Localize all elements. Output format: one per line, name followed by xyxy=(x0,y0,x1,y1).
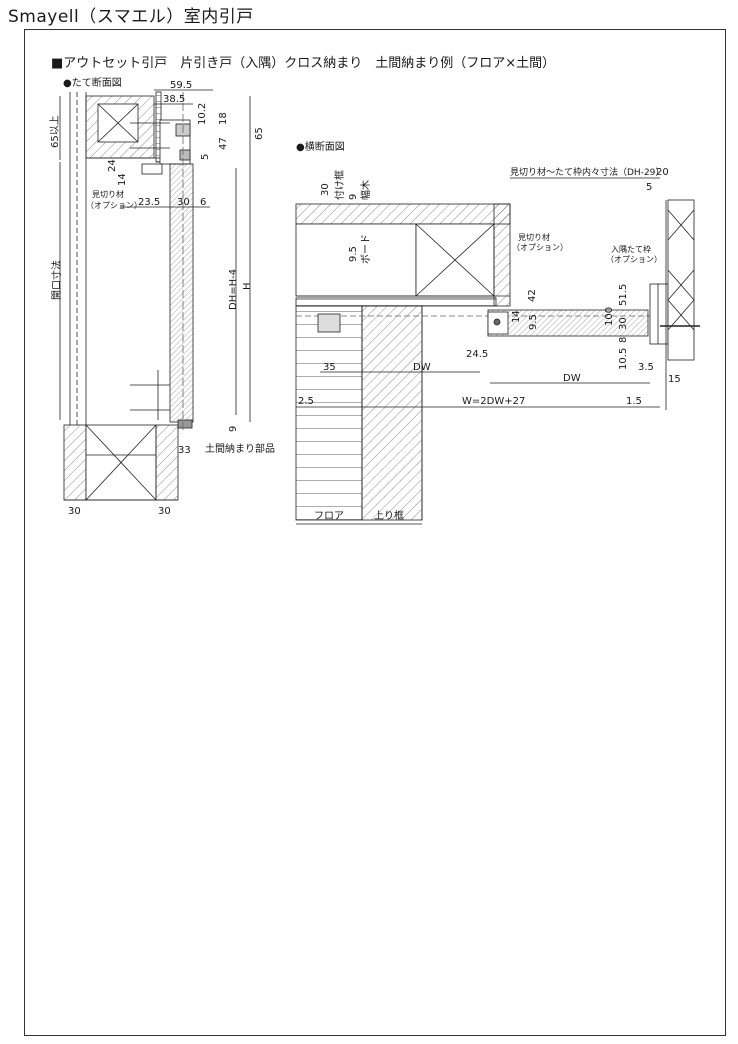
floor-planks xyxy=(295,305,363,521)
board-label: ボード xyxy=(360,234,372,264)
dim-h-20: 20 xyxy=(656,167,669,178)
dim-h-30b: 30 xyxy=(618,317,629,330)
dim-base-left: 30 xyxy=(68,506,81,517)
dim-h-9: 9 xyxy=(348,194,359,200)
rw-x4 xyxy=(667,269,695,301)
roller xyxy=(179,149,191,161)
vertical-dim-texts: 59.5 38.5 10.2 18 47 5 65 65以上 24 14 23.… xyxy=(49,80,275,517)
floor-label: フロア xyxy=(314,511,344,522)
irisumi-frame xyxy=(649,283,669,345)
dim-h-dw: DW xyxy=(563,373,581,384)
dim-30: 30 xyxy=(177,197,190,208)
rw-x6 xyxy=(667,299,695,331)
dim-h-w: W=2DW+27 xyxy=(462,396,525,407)
dim-h-42: 42 xyxy=(527,289,538,302)
section-title: ■アウトセット引戸 片引き戸（入隅）クロス納まり 土間納まり例（フロア×土間） xyxy=(51,56,556,71)
floor-board-strip xyxy=(295,297,497,307)
right-base-hatch xyxy=(155,424,179,501)
vertical-section: ●たて断面図 xyxy=(59,76,251,501)
dim-h-35: 35 xyxy=(323,362,336,373)
irisumi-option: （オプション） xyxy=(606,255,662,264)
agarikamachi-label: 上り框 xyxy=(374,509,404,522)
top-note: 見切り材～たて枠内々寸法（DH-29） xyxy=(510,166,664,178)
doma-label: 土間納まり部品 xyxy=(205,442,275,455)
dim-23-5: 23.5 xyxy=(138,197,160,208)
doma-part xyxy=(177,419,193,429)
horizontal-dim-texts: 30 付け框 9 幅木 9.5 ボード 見切り材～たて枠内々寸法（DH-29） … xyxy=(298,166,681,522)
h-mikiri-option: （オプション） xyxy=(512,243,568,252)
upper-wall-hatch xyxy=(295,203,511,225)
mikiri-label: 見切り材 xyxy=(92,189,124,199)
ceiling-cross-2 xyxy=(97,103,139,143)
dim-33: 33 xyxy=(178,445,191,456)
door-leaf-plan xyxy=(487,309,649,337)
irisumi-label: 入隅たて枠 xyxy=(611,244,651,254)
dim-h-3-5: 3.5 xyxy=(638,362,654,373)
dim-6: 6 xyxy=(200,197,206,208)
upper-side-hatch xyxy=(493,203,511,307)
dim-9: 9 xyxy=(228,426,239,432)
dim-10-2: 10.2 xyxy=(197,103,208,125)
dim-dh: DH=H-4 xyxy=(228,269,239,310)
dim-h: H xyxy=(242,282,253,290)
dim-47: 47 xyxy=(218,137,229,150)
mikiri-strip xyxy=(141,163,163,175)
dim-h-8: 8 xyxy=(618,337,629,343)
dim-h-10-5: 10.5 xyxy=(618,348,629,370)
dim-14: 14 xyxy=(117,173,128,186)
dim-h-9-5b: 9.5 xyxy=(528,314,539,330)
dim-h-9-5: 9.5 xyxy=(348,246,359,262)
dim-h-24-5: 24.5 xyxy=(466,349,488,360)
dim-65min: 65以上 xyxy=(49,115,61,148)
dim-65: 65 xyxy=(254,127,265,140)
horizontal-heading: ●横断面図 xyxy=(296,140,345,153)
dim-opening: 開口寸法 xyxy=(50,260,63,300)
dim-24: 24 xyxy=(107,159,118,172)
dim-h-51-5: 51.5 xyxy=(618,284,629,306)
upper-box-cross-2 xyxy=(415,223,495,297)
dim-59-5: 59.5 xyxy=(170,80,192,91)
left-base-hatch xyxy=(63,424,87,501)
dim-38-5: 38.5 xyxy=(163,94,185,105)
vertical-heading: ●たて断面図 xyxy=(63,76,122,89)
door-handle xyxy=(493,318,501,326)
dim-h-30: 30 xyxy=(320,183,331,196)
dim-base-right: 30 xyxy=(158,506,171,517)
dim-h-5: 5 xyxy=(646,182,652,193)
dim-h-1-5: 1.5 xyxy=(626,396,642,407)
dim-18: 18 xyxy=(218,112,229,125)
base-cross-2 xyxy=(85,424,157,501)
habaki-label: 幅木 xyxy=(359,180,372,200)
right-wall-void xyxy=(667,199,695,361)
dim-h-dw-left: DW xyxy=(413,362,431,373)
dim-h-100: 100 xyxy=(604,307,615,326)
rw-x2 xyxy=(667,209,695,241)
agarikamachi-hatch xyxy=(361,305,423,521)
horizontal-section: ●横断面図 xyxy=(295,140,700,525)
dim-h-14: 14 xyxy=(511,310,522,323)
dim-h-2-5: 2.5 xyxy=(298,396,314,407)
stopper xyxy=(317,313,341,333)
h-mikiri-label: 見切り材 xyxy=(518,232,550,242)
dim-5: 5 xyxy=(200,154,211,160)
page-frame xyxy=(24,29,726,1036)
upper-wall-void xyxy=(295,223,417,297)
dim-h-15: 15 xyxy=(668,374,681,385)
tsukekamachi-label: 付け框 xyxy=(333,170,346,200)
page-title: Smayell（スマエル）室内引戸 xyxy=(8,7,254,27)
mikiri-option-label: （オプション） xyxy=(86,201,142,210)
